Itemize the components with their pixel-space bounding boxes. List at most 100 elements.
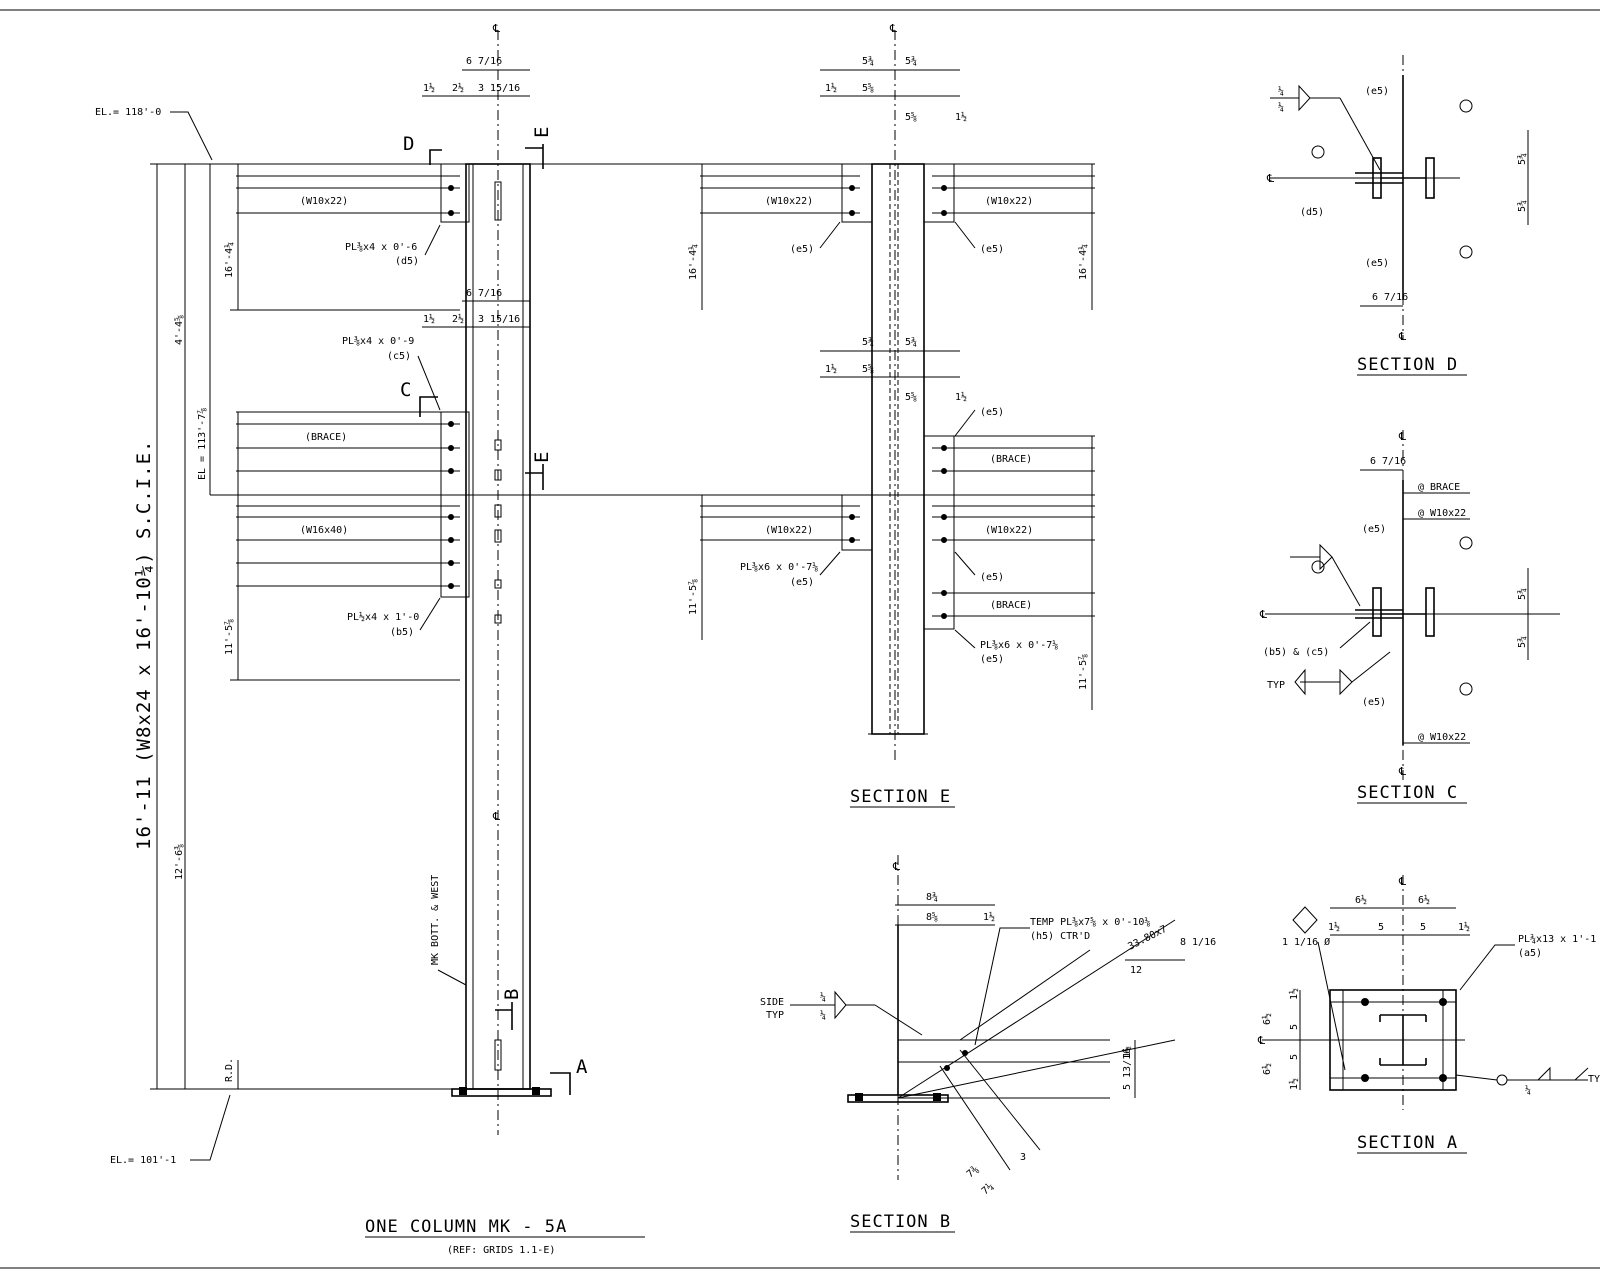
section-c-title: SECTION C xyxy=(1357,783,1458,803)
svg-text:℄: ℄ xyxy=(1398,430,1406,443)
svg-text:7¼: 7¼ xyxy=(979,1180,996,1197)
svg-text:℄: ℄ xyxy=(1398,875,1406,888)
svg-text:℄: ℄ xyxy=(1398,330,1406,343)
svg-text:5: 5 xyxy=(1289,1054,1300,1060)
svg-text:1½: 1½ xyxy=(423,82,435,94)
svg-text:5⅝: 5⅝ xyxy=(905,111,917,123)
svg-text:3: 3 xyxy=(1020,1152,1026,1163)
svg-text:(e5): (e5) xyxy=(790,577,814,588)
svg-text:11'-5⅞: 11'-5⅞ xyxy=(687,579,699,615)
svg-text:(e5): (e5) xyxy=(790,244,814,255)
svg-text:6 7/16: 6 7/16 xyxy=(1372,292,1408,303)
svg-text:(e5): (e5) xyxy=(980,572,1004,583)
svg-text:℄: ℄ xyxy=(492,810,500,823)
svg-text:℄: ℄ xyxy=(1266,172,1274,185)
svg-text:6½: 6½ xyxy=(1261,1013,1273,1025)
svg-text:5: 5 xyxy=(1289,1024,1300,1030)
svg-text:1½: 1½ xyxy=(423,313,435,325)
sb-temp-mk: (h5) CTR'D xyxy=(1030,931,1090,942)
svg-text:6 7/16: 6 7/16 xyxy=(1370,456,1406,467)
svg-text:(BRACE): (BRACE) xyxy=(990,454,1032,465)
section-a-title: SECTION A xyxy=(1357,1133,1458,1153)
el-mid: EL = 113'-7⅞ xyxy=(196,408,208,480)
svg-text:5¾: 5¾ xyxy=(905,55,917,67)
pl-d5-mk: (d5) xyxy=(395,256,419,267)
svg-text:TYP: TYP xyxy=(766,1010,784,1021)
svg-text:3 15/16: 3 15/16 xyxy=(478,314,520,325)
dim-6-7-top: 6 7/16 xyxy=(466,56,502,67)
dim-16-4: 16'-4¼ xyxy=(223,242,235,278)
main-subtitle: (REF: GRIDS 1.1-E) xyxy=(447,1245,555,1256)
main-title: ONE COLUMN MK - 5A xyxy=(365,1217,567,1237)
main-elevation: ℄ ℄ (W10x22) (BRACE) (W16x xyxy=(95,22,1095,1256)
el-top: EL.= 118'-0 xyxy=(95,107,161,118)
svg-text:¼: ¼ xyxy=(820,1009,826,1021)
rd-label: R.D. xyxy=(224,1058,235,1082)
pl-d5: PL⅜x4 x 0'-6 xyxy=(345,241,417,253)
pl-c5: PL⅜x4 x 0'-9 xyxy=(342,335,414,347)
se-beam-right-top: (W10x22) xyxy=(985,196,1033,207)
svg-text:1½: 1½ xyxy=(955,391,967,403)
svg-text:¼: ¼ xyxy=(1278,101,1284,113)
svg-text:1½: 1½ xyxy=(1458,921,1470,933)
svg-text:5 13/16: 5 13/16 xyxy=(1122,1048,1133,1090)
svg-text:5¾: 5¾ xyxy=(905,336,917,348)
svg-text:1 1/16 Ø: 1 1/16 Ø xyxy=(1282,936,1330,948)
sc-at-brace: @ BRACE xyxy=(1418,482,1460,493)
svg-text:¼: ¼ xyxy=(1525,1084,1531,1096)
svg-text:TYP: TYP xyxy=(1267,680,1285,691)
sc-at-w10: @ W10x22 xyxy=(1418,508,1466,519)
section-c: ℄ ℄ ℄ 6 7/16 @ BRACE @ W10x22 @ W10x22 (… xyxy=(1259,430,1560,804)
dim-4-4: 4'-4⅝ xyxy=(173,315,185,345)
brace-label: (BRACE) xyxy=(305,432,347,443)
cut-b: B xyxy=(501,988,523,1000)
svg-text:(d5): (d5) xyxy=(1300,207,1324,218)
cut-c: C xyxy=(400,379,412,401)
svg-text:12: 12 xyxy=(1130,965,1142,976)
beam-label-mid: (W16x40) xyxy=(300,525,348,536)
section-b-title: SECTION B xyxy=(850,1212,951,1232)
sb-temp-pl: TEMP PL⅜x7⅝ x 0'-10⅛ xyxy=(1030,916,1150,928)
se-pl: PL⅜x6 x 0'-7⅛ xyxy=(740,561,818,573)
se-beam-left-top: (W10x22) xyxy=(765,196,813,207)
svg-text:TY: TY xyxy=(1588,1074,1600,1085)
svg-text:℄: ℄ xyxy=(492,22,500,35)
svg-text:(W10x22): (W10x22) xyxy=(985,525,1033,536)
svg-text:1½: 1½ xyxy=(955,111,967,123)
section-d: ℄ ℄ ¼ ¼ (e5) (d5) (e5) 6 7/16 5¾ 5¾ SECT… xyxy=(1266,55,1529,376)
sa-base-pl: PL¾x13 x 1'-1 xyxy=(1518,933,1596,945)
svg-text:6 7/16: 6 7/16 xyxy=(466,288,502,299)
cut-a: A xyxy=(576,1056,588,1078)
svg-text:¼: ¼ xyxy=(1278,85,1284,97)
section-b: ℄ 8¾ 8⅝ 1½ TEMP PL⅜x7⅝ x 0'-10⅛ (h5) CTR… xyxy=(760,855,1216,1233)
svg-text:2½: 2½ xyxy=(452,313,464,325)
svg-text:℄: ℄ xyxy=(889,22,897,35)
se-pl-right: PL⅜x6 x 0'-7⅛ xyxy=(980,639,1058,651)
member-designation: 16'-11 (W8x24 x 16'-10¼) S.C.I.E. xyxy=(133,440,155,851)
svg-text:33.80x7: 33.80x7 xyxy=(1126,924,1169,953)
svg-text:5¾: 5¾ xyxy=(1516,588,1528,600)
svg-text:7⅜: 7⅜ xyxy=(964,1163,981,1180)
svg-text:℄: ℄ xyxy=(1257,1034,1265,1047)
base-plate-plan xyxy=(1329,989,1457,1091)
svg-text:5⅝: 5⅝ xyxy=(862,82,874,94)
svg-text:1½: 1½ xyxy=(1288,988,1300,1000)
mk-note: MK BOTT. & WEST xyxy=(430,875,441,965)
dim-11-5: 11'-5⅞ xyxy=(223,619,235,655)
svg-text:8⅝: 8⅝ xyxy=(926,911,938,923)
section-a: ℄ ℄ 6½ 6½ 1½ 5 5 1½ 1½ 5 5 1½ 6½ 6½ 1 1/… xyxy=(1257,875,1600,1154)
sa-base-mk: (a5) xyxy=(1518,948,1542,959)
svg-text:(e5): (e5) xyxy=(1365,258,1389,269)
svg-text:¼: ¼ xyxy=(820,991,826,1003)
svg-text:(e5): (e5) xyxy=(1362,524,1386,535)
svg-text:5¾: 5¾ xyxy=(862,55,874,67)
svg-text:1½: 1½ xyxy=(1328,921,1340,933)
svg-text:5¾: 5¾ xyxy=(1516,636,1528,648)
svg-text:5⅝: 5⅝ xyxy=(862,363,874,375)
svg-text:℄: ℄ xyxy=(1259,608,1267,621)
svg-text:1½: 1½ xyxy=(1121,1046,1133,1058)
cut-e-mid: E xyxy=(531,451,553,463)
svg-text:3 15/16: 3 15/16 xyxy=(478,83,520,94)
cut-e-top: E xyxy=(531,126,553,138)
